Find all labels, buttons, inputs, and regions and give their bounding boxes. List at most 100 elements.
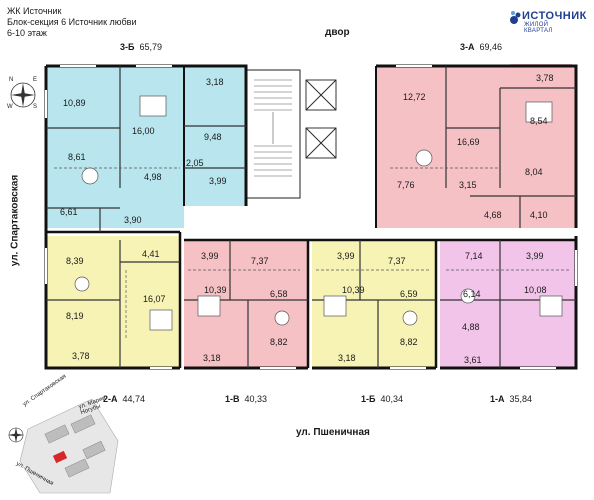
room-area: 3,78 <box>536 73 554 83</box>
compass-e: E <box>33 77 38 83</box>
apt-label-1v: 1-В 40,33 <box>225 394 267 404</box>
table-icon <box>415 149 433 167</box>
room-area: 3,61 <box>464 355 482 365</box>
section-title: Блок-секция 6 Источник любви <box>7 17 137 27</box>
room-area: 8,39 <box>66 256 84 266</box>
compass-n: N <box>9 77 14 83</box>
room-area: 3,99 <box>337 251 355 261</box>
header-block: ЖК Источник Блок-секция 6 Источник любви… <box>7 6 137 39</box>
balcony-1b <box>334 345 378 369</box>
apt-label-1b: 1-Б 40,34 <box>361 394 403 404</box>
logo-drop-icon <box>510 11 521 24</box>
compass-rose-icon <box>10 82 36 108</box>
windows <box>45 65 577 369</box>
apt-id: 3-Б <box>120 42 135 52</box>
room-area: 4,68 <box>484 210 502 220</box>
room-area: 8,54 <box>530 116 548 126</box>
apt-id: 3-А <box>460 42 475 52</box>
balcony-3a <box>510 64 572 88</box>
logo-subtitle: ЖИЛОЙ КВАРТАЛ <box>524 22 553 34</box>
room-area: 2,05 <box>186 158 204 168</box>
room-area: 8,82 <box>270 337 288 347</box>
room-area: 16,69 <box>457 137 480 147</box>
room-area: 10,39 <box>204 285 227 295</box>
room-area: 7,37 <box>251 256 269 266</box>
elevator-icon <box>305 79 337 159</box>
logo-name: ИСТОЧНИК <box>522 10 587 22</box>
table-icon <box>274 310 290 326</box>
apt-3b-fill <box>46 66 184 228</box>
apt-label-2a: 2-А 44,74 <box>103 394 145 404</box>
table-icon <box>402 310 418 326</box>
room-area: 10,08 <box>524 285 547 295</box>
table-icon <box>74 276 90 292</box>
furniture <box>74 95 563 331</box>
room-area: 16,00 <box>132 126 155 136</box>
apt-area: 40,34 <box>380 394 404 404</box>
bed-icon <box>149 309 173 331</box>
table-icon <box>460 288 476 304</box>
apt-area: 65,79 <box>139 42 163 52</box>
compass-s: S <box>33 104 38 110</box>
room-area: 7,37 <box>388 256 406 266</box>
apt-id: 1-Б <box>361 394 376 404</box>
bed-icon <box>197 295 221 317</box>
room-area: 4,98 <box>144 172 162 182</box>
street-top: двор <box>325 27 350 38</box>
room-area: 3,99 <box>209 176 227 186</box>
zone-dashes <box>54 167 570 340</box>
apt-area: 35,84 <box>509 394 533 404</box>
room-area: 3,78 <box>72 351 90 361</box>
stairs-icon <box>254 79 292 177</box>
floors-label: 6-10 этаж <box>7 28 47 38</box>
apt-label-3b: 3-Б 65,79 <box>120 42 162 52</box>
project-title: ЖК Источник <box>7 6 62 16</box>
room-area: 7,76 <box>397 180 415 190</box>
apt-label-1a: 1-А 35,84 <box>490 394 532 404</box>
room-area: 16,07 <box>143 294 166 304</box>
room-area: 6,61 <box>60 207 78 217</box>
compass: N S E W <box>6 77 40 112</box>
walls <box>44 64 578 370</box>
interior-walls <box>46 66 576 368</box>
apt-label-3a: 3-А 69,46 <box>460 42 502 52</box>
room-area: 3,18 <box>203 353 221 363</box>
apt-id: 1-А <box>490 394 505 404</box>
balcony-1a <box>444 345 502 369</box>
current-section-marker <box>52 450 68 464</box>
room-area: 10,39 <box>342 285 365 295</box>
bed-icon <box>323 295 347 317</box>
bed-icon <box>539 295 563 317</box>
room-area: 4,10 <box>530 210 548 220</box>
table-icon <box>81 167 99 185</box>
site-minimap: ул. Спартаковская ул. Марии Ногубы ул. П… <box>0 374 124 495</box>
bed-icon <box>525 101 553 123</box>
room-area: 12,72 <box>403 92 426 102</box>
room-area: 7,14 <box>465 251 483 261</box>
balcony-2a <box>46 345 106 369</box>
room-area: 6,58 <box>270 289 288 299</box>
compass-w: W <box>7 104 13 110</box>
room-area: 3,18 <box>338 353 356 363</box>
room-area: 10,89 <box>63 98 86 108</box>
apt-area: 69,46 <box>479 42 503 52</box>
balcony-3b <box>186 70 242 90</box>
apt-id: 2-А <box>103 394 118 404</box>
room-area: 6,59 <box>400 289 418 299</box>
room-area: 3,15 <box>459 180 477 190</box>
room-area: 3,99 <box>201 251 219 261</box>
room-area: 4,88 <box>462 322 480 332</box>
apt-area: 40,33 <box>244 394 268 404</box>
room-area: 9,48 <box>204 132 222 142</box>
apt-3a-fill <box>376 66 576 228</box>
room-area: 3,90 <box>124 215 142 225</box>
minimap-compass-icon <box>8 427 24 443</box>
room-area: 6,14 <box>463 289 481 299</box>
bed-icon <box>139 95 167 117</box>
balcony-1v <box>200 345 244 369</box>
room-area: 8,04 <box>525 167 543 177</box>
room-area: 8,82 <box>400 337 418 347</box>
apt-area: 44,74 <box>122 394 146 404</box>
apt-id: 1-В <box>225 394 240 404</box>
